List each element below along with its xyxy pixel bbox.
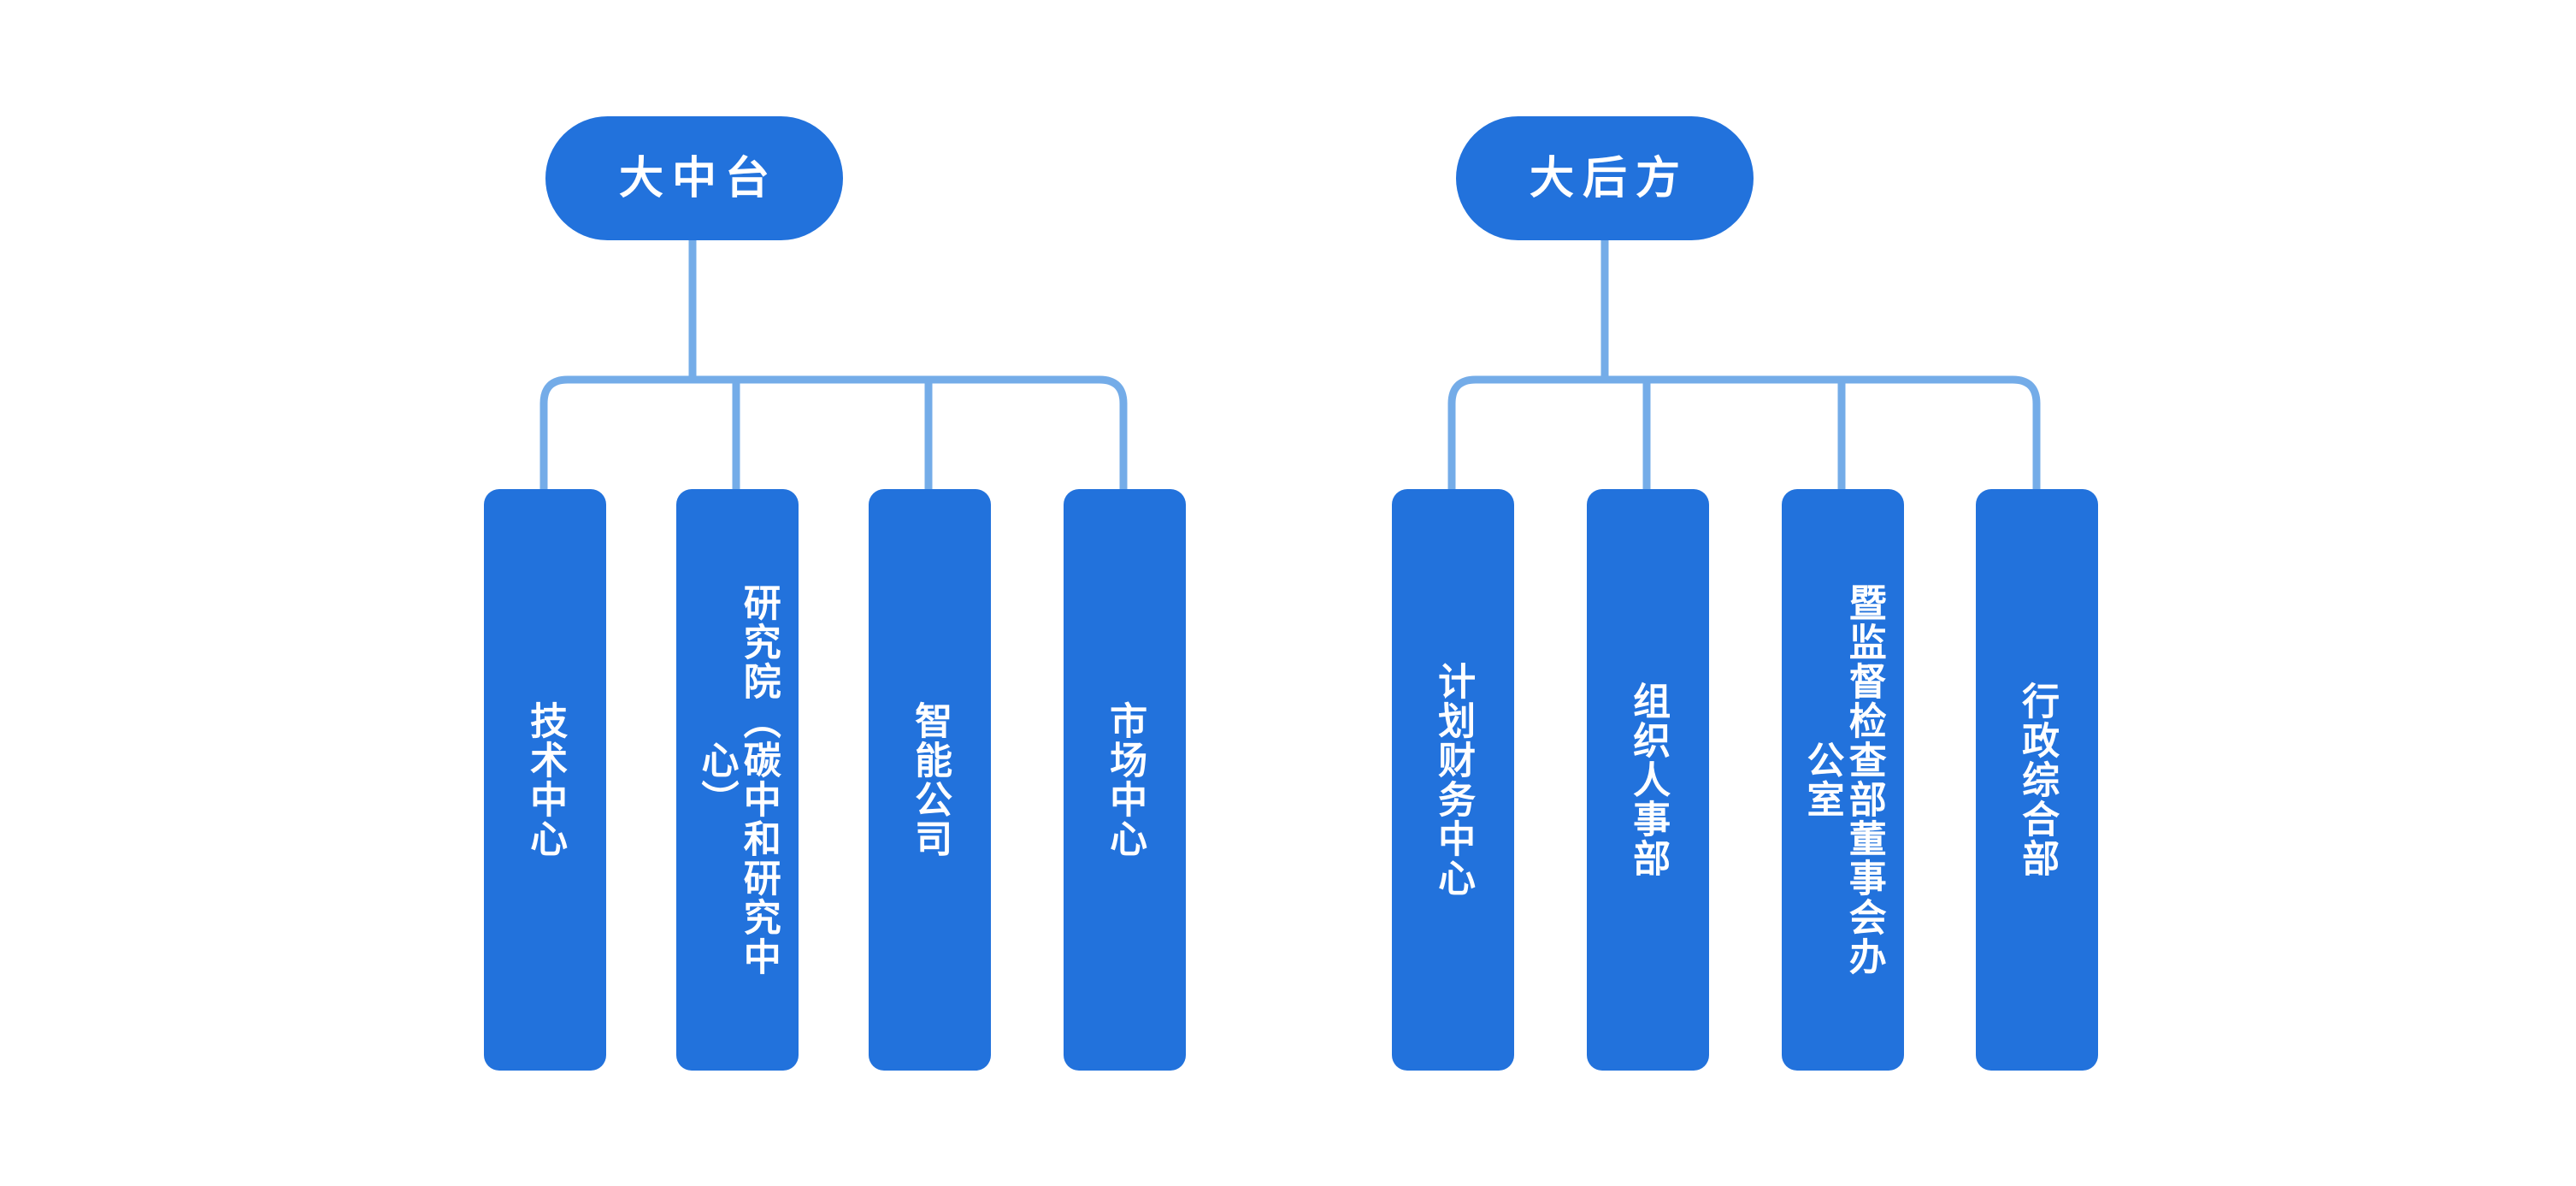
node-yanjiuyuan[interactable]: 研究院（碳中和研究中心）: [676, 489, 799, 1071]
node-zuzhi-renshi-label: 组织人事部: [1627, 682, 1670, 878]
node-jishu-zhongxin[interactable]: 技术中心: [484, 489, 606, 1071]
node-zhineng-gongsi-label: 智能公司: [909, 701, 952, 859]
node-jiandu-jiancha[interactable]: 暨监督检查部董事会办公室: [1782, 489, 1904, 1071]
node-jishu-zhongxin-label: 技术中心: [524, 701, 567, 859]
node-zuzhi-renshi[interactable]: 组织人事部: [1587, 489, 1709, 1071]
node-jihua-caiwu-label: 计划财务中心: [1432, 662, 1475, 898]
root-node-hou-fang-label: 大后方: [1529, 153, 1689, 204]
node-jihua-caiwu[interactable]: 计划财务中心: [1392, 489, 1514, 1071]
node-xingzheng-zonghe-label: 行政综合部: [2016, 682, 2059, 878]
node-xingzheng-zonghe[interactable]: 行政综合部: [1976, 489, 2098, 1071]
root-node-zhong-tai[interactable]: 大中台: [545, 116, 843, 240]
node-jiandu-jiancha-label: 暨监督检查部董事会办公室: [1801, 583, 1885, 977]
connector-right-bus-left: [1447, 375, 1727, 492]
root-node-hou-fang[interactable]: 大后方: [1456, 116, 1754, 240]
connector-left-bus-right: [817, 375, 1128, 492]
connector-right-bus-right: [1727, 375, 2041, 492]
node-zhineng-gongsi[interactable]: 智能公司: [869, 489, 991, 1071]
node-shichang-zhongxin-label: 市场中心: [1104, 701, 1147, 859]
node-yanjiuyuan-label: 研究院（碳中和研究中心）: [695, 583, 780, 977]
root-node-zhong-tai-label: 大中台: [618, 153, 778, 204]
node-shichang-zhongxin[interactable]: 市场中心: [1064, 489, 1186, 1071]
connector-left-bus-left: [539, 375, 817, 492]
